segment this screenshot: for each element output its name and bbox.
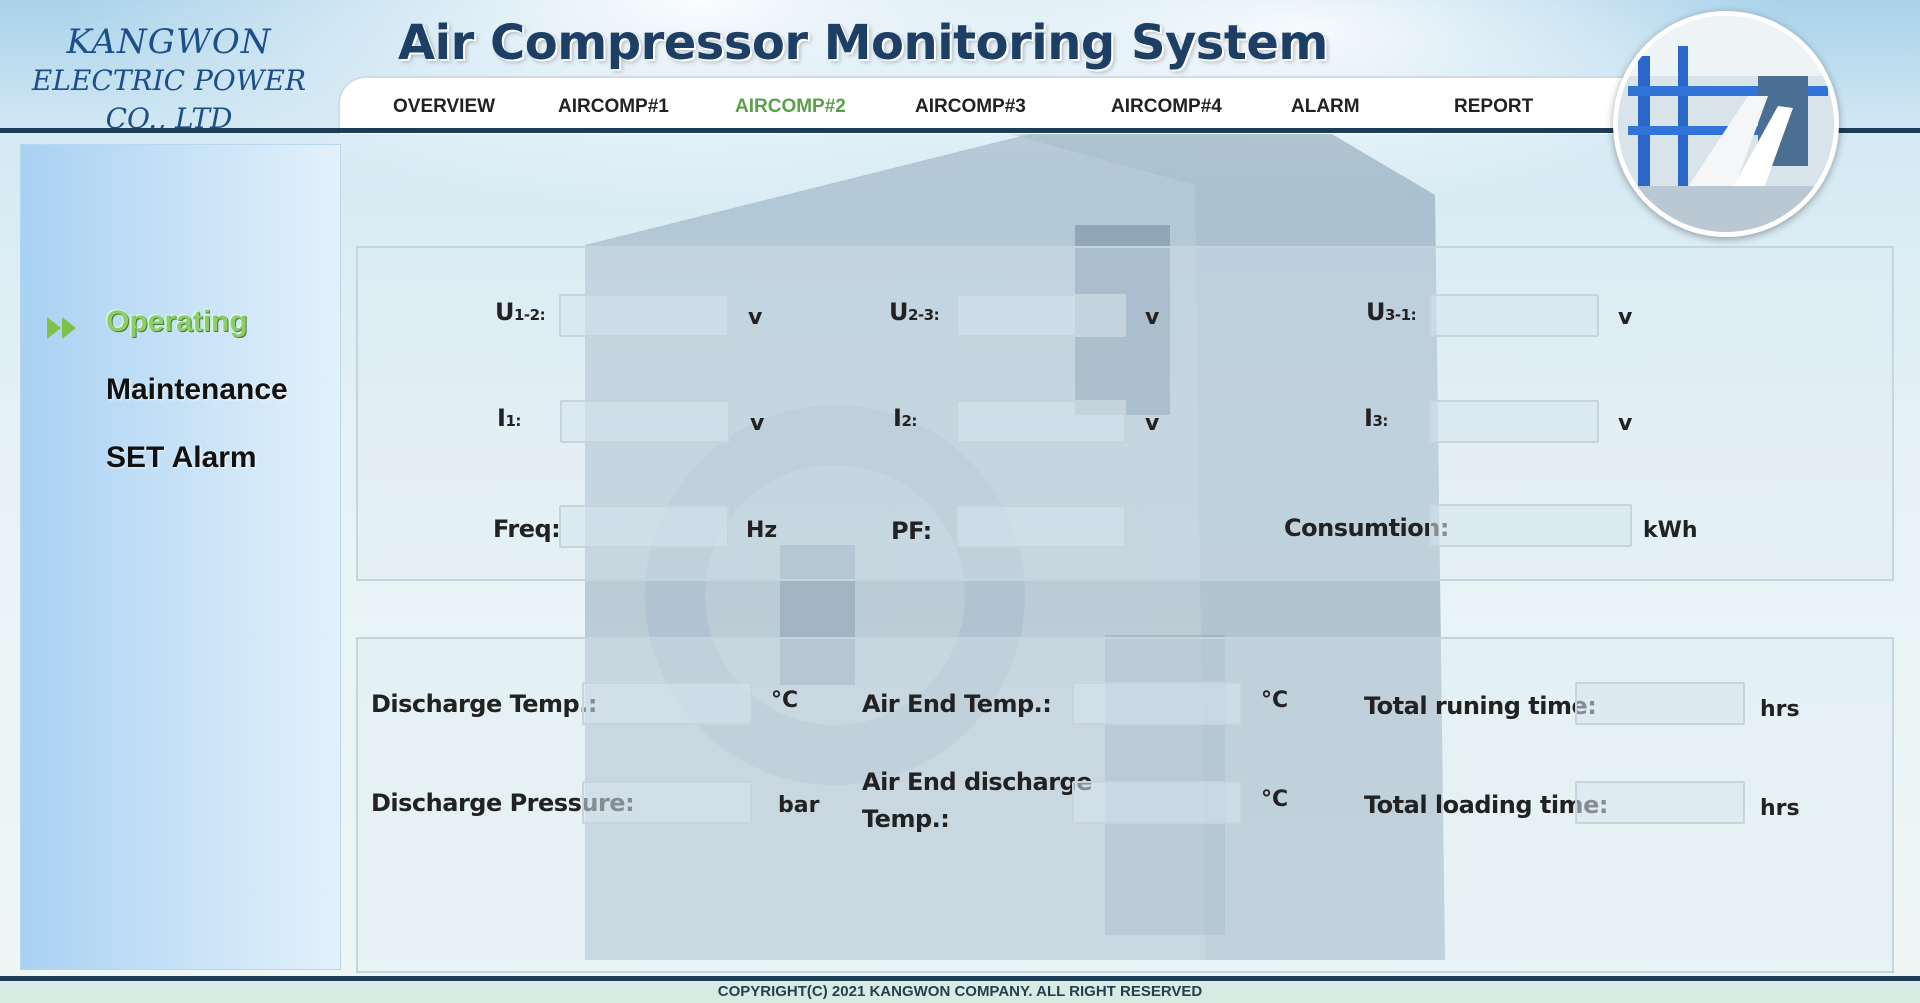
nav-item-alarm[interactable]: ALARM — [1291, 96, 1360, 117]
i1-label: I1: — [497, 404, 521, 432]
air-end-discharge-temp-unit: °C — [1261, 787, 1289, 812]
discharge-pressure-field — [582, 781, 752, 824]
nav-underline — [0, 128, 1920, 133]
sidebar: Operating Maintenance SET Alarm — [20, 144, 341, 970]
logo-line-2: ELECTRIC POWER CO., LTD — [31, 64, 307, 135]
company-logo: KANGWON ELECTRIC POWER CO., LTD — [14, 22, 324, 138]
total-loading-time-field — [1575, 781, 1745, 824]
i2-unit: v — [1145, 411, 1160, 436]
u31-label: U3-1: — [1366, 298, 1417, 326]
sidebar-item-operating[interactable]: Operating — [106, 305, 248, 338]
air-end-discharge-temp-field — [1072, 781, 1242, 824]
freq-unit: Hz — [746, 518, 778, 543]
total-running-time-label: Total runing time: — [1364, 692, 1597, 720]
air-end-temp-unit: °C — [1261, 688, 1289, 713]
pf-label: PF: — [891, 517, 932, 545]
freq-label: Freq: — [493, 515, 561, 543]
i3-unit: v — [1618, 411, 1633, 436]
discharge-temp-field — [582, 682, 752, 725]
discharge-pressure-unit: bar — [778, 793, 820, 818]
consumption-field — [1429, 504, 1632, 547]
i2-field — [956, 400, 1126, 443]
nav-item-overview[interactable]: OVERVIEW — [393, 96, 496, 117]
logo-line-1: KANGWON — [66, 22, 272, 62]
footer-copyright: COPYRIGHT(C) 2021 KANGWON COMPANY. ALL R… — [717, 983, 1203, 1000]
total-loading-time-unit: hrs — [1760, 796, 1800, 821]
u12-unit: v — [748, 305, 763, 330]
factory-photo — [1613, 11, 1839, 237]
footer-divider — [0, 976, 1920, 981]
app-title: Air Compressor Monitoring System — [398, 15, 1328, 71]
total-running-time-field — [1575, 682, 1745, 725]
i3-field — [1429, 400, 1599, 443]
nav-item-aircomp3[interactable]: AIRCOMP#3 — [915, 96, 1026, 117]
u31-unit: v — [1618, 305, 1633, 330]
air-end-temp-field — [1072, 682, 1242, 725]
nav-bar — [338, 76, 1640, 134]
i1-unit: v — [750, 411, 765, 436]
total-running-time-unit: hrs — [1760, 697, 1800, 722]
discharge-temp-label: Discharge Temp.: — [371, 690, 597, 718]
nav-item-aircomp4[interactable]: AIRCOMP#4 — [1111, 96, 1222, 117]
i3-label: I3: — [1364, 404, 1388, 432]
air-end-temp-label: Air End Temp.: — [862, 690, 1052, 718]
consumption-unit: kWh — [1643, 518, 1698, 543]
discharge-temp-unit: °C — [771, 688, 799, 713]
footer — [0, 981, 1920, 1003]
u23-label: U2-3: — [889, 298, 940, 326]
u23-unit: v — [1145, 305, 1160, 330]
i1-field — [560, 400, 730, 443]
double-chevron-right-icon — [47, 317, 76, 339]
i2-label: I2: — [893, 404, 917, 432]
nav-item-report[interactable]: REPORT — [1454, 96, 1534, 117]
u31-field — [1429, 294, 1599, 337]
nav-item-aircomp2[interactable]: AIRCOMP#2 — [735, 96, 846, 117]
nav-item-aircomp1[interactable]: AIRCOMP#1 — [558, 96, 669, 117]
u12-label: U1-2: — [495, 298, 546, 326]
pf-field — [956, 505, 1126, 548]
sidebar-item-set-alarm[interactable]: SET Alarm — [106, 441, 257, 474]
sidebar-item-maintenance[interactable]: Maintenance — [106, 373, 288, 406]
freq-field — [559, 505, 729, 548]
consumption-label: Consumtion: — [1284, 514, 1449, 542]
u23-field — [956, 294, 1126, 337]
u12-field — [559, 294, 729, 337]
total-loading-time-label: Total loading time: — [1364, 791, 1608, 819]
